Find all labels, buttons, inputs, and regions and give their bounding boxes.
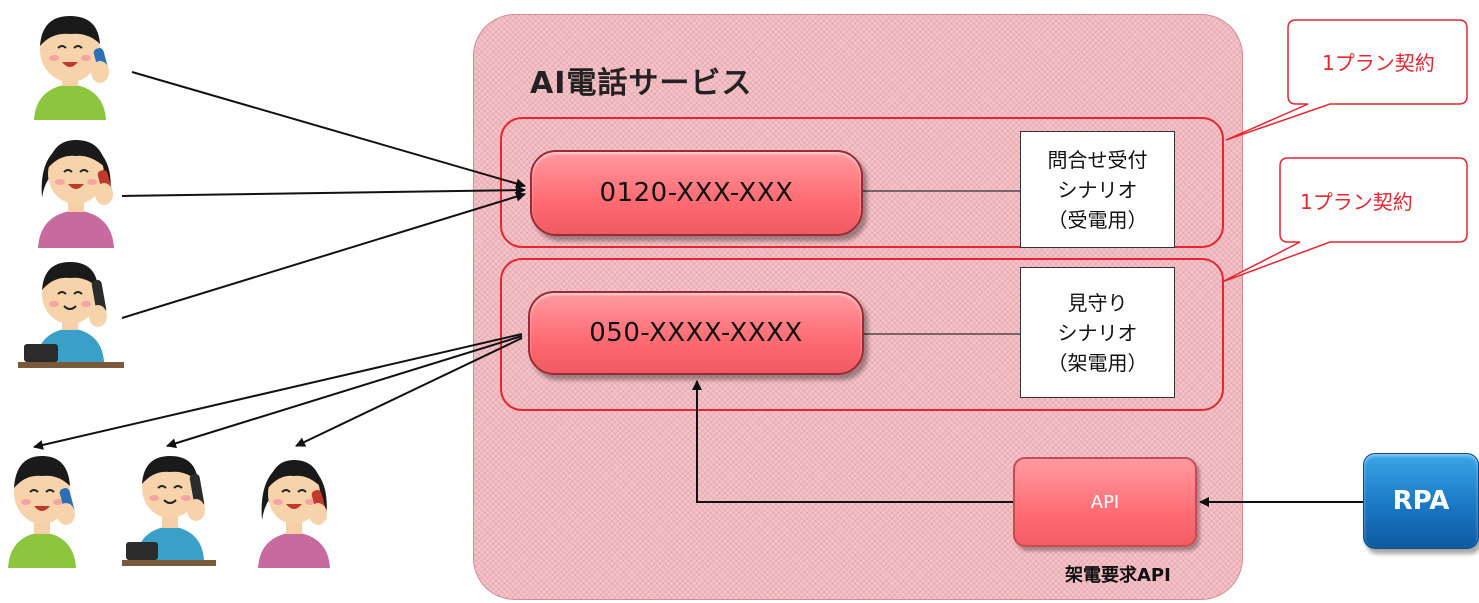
rpa-box: RPA <box>1363 453 1479 549</box>
phone-number-outbound: 050-XXXX-XXXX <box>528 291 864 375</box>
man-blue-shirt-desk-phone-icon <box>18 262 124 368</box>
scenario-line: 問合せ受付 <box>1047 147 1148 172</box>
man-green-shirt-phone-icon <box>34 16 109 120</box>
scenario-line: （受電用） <box>1047 207 1148 232</box>
outgoing-call-line-2 <box>166 335 523 449</box>
scenario-inbound: 問合せ受付 シナリオ （受電用） <box>1020 131 1175 248</box>
man-green-shirt-phone-icon <box>8 456 76 568</box>
incoming-call-line-2 <box>121 185 526 197</box>
api-box: API <box>1013 457 1197 547</box>
plan-callout-2: 1プラン契約 <box>1300 190 1413 214</box>
service-title: AI電話サービス <box>530 66 753 101</box>
scenario-line: （架電用） <box>1047 350 1148 375</box>
scenario-line: 見守り <box>1067 290 1128 315</box>
scenario-outbound: 見守り シナリオ （架電用） <box>1020 267 1175 398</box>
api-caption: 架電要求API <box>1065 565 1171 586</box>
man-blue-shirt-desk-phone-icon <box>122 456 216 566</box>
woman-pink-shirt-phone-icon <box>258 460 330 568</box>
scenario-line: シナリオ <box>1057 320 1138 345</box>
plan-callout-2-bubble <box>1221 157 1468 283</box>
incoming-call-line-1 <box>131 71 526 189</box>
woman-pink-shirt-phone-icon <box>38 140 114 248</box>
scenario-line: シナリオ <box>1057 177 1138 202</box>
phone-number-inbound: 0120-XXX-XXX <box>530 150 863 236</box>
incoming-call-line-3 <box>121 191 526 319</box>
plan-callout-1: 1プラン契約 <box>1322 51 1435 75</box>
plan-callout-1-bubble <box>1225 19 1468 141</box>
